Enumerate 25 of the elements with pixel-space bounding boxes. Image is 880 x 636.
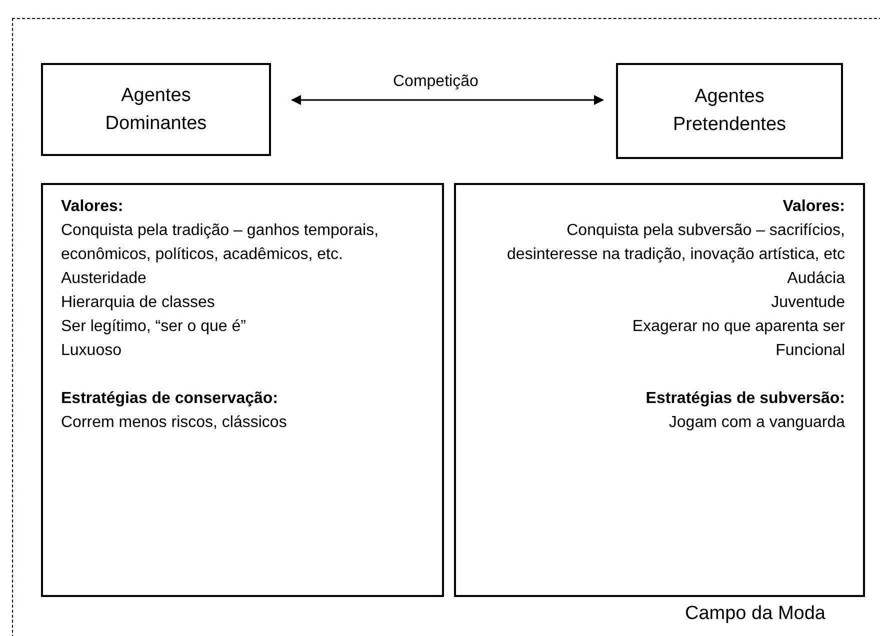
field-label: Campo da Moda [685, 602, 826, 626]
value-text: Luxuoso [61, 341, 122, 361]
content-box [41, 183, 444, 597]
agent-label: Agentes Pretendentes [672, 85, 788, 137]
content-box [454, 183, 865, 597]
value-text: Juventude [771, 293, 845, 313]
field-frame [12, 18, 880, 636]
agent-box [41, 63, 271, 156]
value-text: Conquista pela tradição – ganhos temporais, econômicos, políticos, acadêmicos, etc. [61, 221, 380, 265]
value-text: Audácia [787, 269, 845, 289]
value-text: Exagerar no que aparenta ser [632, 317, 845, 337]
value-text: Conquista pela subversão – sacrifícios, desinteresse na tradição, inovação artística, etc [506, 221, 845, 265]
section-heading: Estratégias de conservação: [61, 389, 278, 409]
value-text: Hierarquia de classes [61, 293, 215, 313]
value-text: Correm menos riscos, clássicos [61, 413, 287, 433]
value-text: Austeridade [61, 269, 146, 289]
value-text: Ser legítimo, “ser o que é” [61, 317, 246, 337]
section-heading: Valores: [782, 197, 845, 217]
agent-box [616, 63, 843, 159]
agent-label: Agentes Dominantes [104, 84, 208, 136]
double-arrow [291, 95, 604, 105]
value-text: Jogam com a vanguarda [668, 413, 845, 433]
section-heading: Estratégias de subversão: [646, 389, 845, 409]
section-heading: Valores: [61, 197, 124, 217]
value-text: Funcional [776, 341, 845, 361]
